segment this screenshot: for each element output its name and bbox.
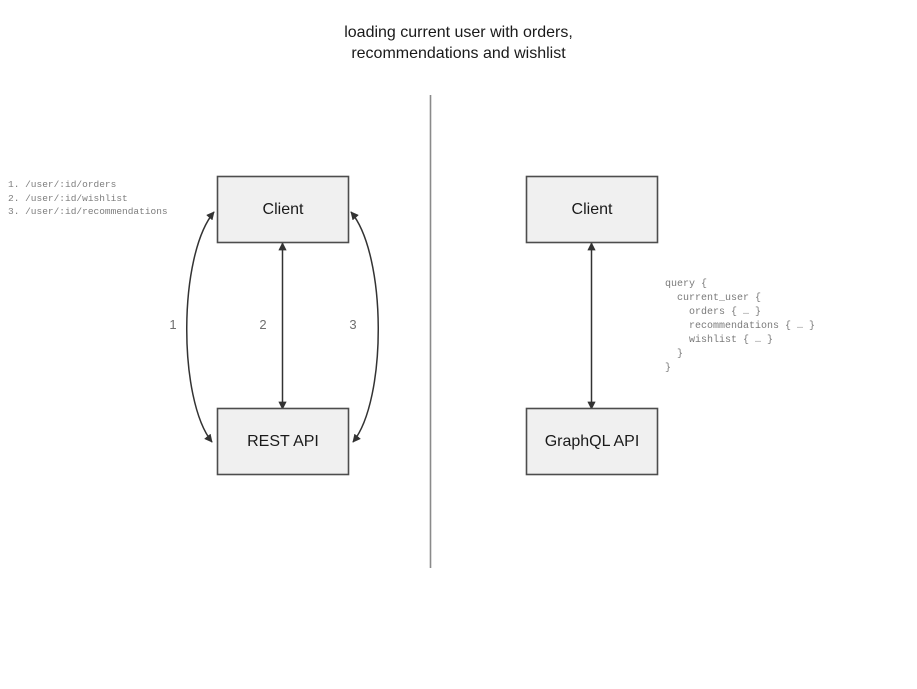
page-title: loading current user with orders, recomm… bbox=[344, 24, 573, 62]
node-client-graphql[interactable] bbox=[525, 175, 659, 244]
edge-client-rest-1 bbox=[186, 211, 215, 443]
node-rest-api[interactable] bbox=[216, 407, 350, 476]
edge-label-1: 1 bbox=[169, 317, 177, 332]
edge-label-3: 3 bbox=[349, 317, 357, 332]
node-graphql-api[interactable] bbox=[525, 407, 659, 476]
edge-client-rest-3 bbox=[350, 211, 379, 443]
node-client-rest[interactable] bbox=[216, 175, 350, 244]
graphql-query-block: query { current_user { orders { … } reco… bbox=[665, 279, 816, 374]
edge-label-2: 2 bbox=[259, 317, 267, 332]
rest-endpoints-list: 1. /user/:id/orders 2. /user/:id/wishlis… bbox=[8, 179, 168, 217]
